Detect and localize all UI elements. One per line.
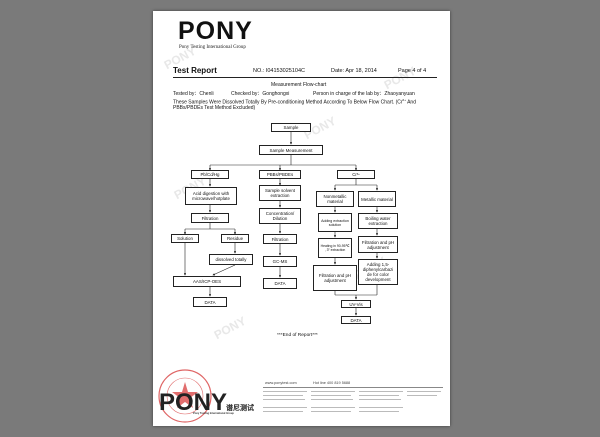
flow-aas-icp: AAS/ICP-OES bbox=[173, 276, 241, 287]
flow-filtration-left: Filtration bbox=[191, 213, 229, 223]
footer-brand-subtitle: Pony Testing International Group bbox=[193, 412, 234, 415]
flow-sample-solvent: Sample solvent extraction bbox=[259, 185, 301, 201]
flow-filtration-mid: Filtration bbox=[263, 234, 297, 244]
footer-brand-cn: 谱尼测试 bbox=[226, 405, 254, 412]
flow-data-mid: DATA bbox=[263, 278, 297, 289]
flow-nonmetallic: Nonmetallic material bbox=[316, 191, 354, 207]
footer-brand-logo: PONY bbox=[159, 389, 228, 416]
page-number: Page 4 of 4 bbox=[398, 68, 427, 74]
tested-by: Tested by：Chenli bbox=[173, 91, 214, 97]
brand-subtitle: Pony Testing International Group bbox=[179, 45, 246, 50]
flow-filtration-ph: Filtration and pH adjustment bbox=[313, 265, 357, 291]
flow-gcms: GC-MS bbox=[263, 256, 297, 267]
header-divider bbox=[173, 77, 437, 78]
footer-address-block bbox=[263, 391, 443, 419]
report-date: Date: Apr 18, 2014 bbox=[331, 68, 377, 74]
flow-adding-diphenyl: Adding 1,5-diphenylcarbazi de for color … bbox=[358, 259, 398, 285]
report-number: NO.: I04153025104C bbox=[253, 68, 305, 74]
description-line-2: PBBs/PBDEs Test Method Excluded) bbox=[173, 105, 256, 111]
flow-filtration-ph-right: Filtration and pH adjustment bbox=[358, 236, 398, 253]
flow-heating: Heating in 90-95℃ , 3″ extraction bbox=[318, 238, 352, 258]
flow-uv-vis: UV-Vis bbox=[341, 300, 371, 308]
brand-logo: PONY bbox=[178, 17, 253, 45]
flow-sample: Sample bbox=[271, 123, 311, 132]
flow-data-right: DATA bbox=[341, 316, 371, 324]
checked-by: Checked by：Gonghongxi bbox=[231, 91, 290, 97]
flow-dissolved-totally: dissolved totally bbox=[209, 254, 253, 265]
end-of-report: ***End of Report*** bbox=[277, 333, 318, 338]
flow-residue: Residue bbox=[221, 234, 249, 243]
flowchart-title: Measurement Flow-chart bbox=[271, 82, 327, 88]
flow-solution: Solution bbox=[171, 234, 199, 243]
lab-stamp-icon bbox=[158, 369, 212, 423]
footer-hotline: Hot line 400 819 5688 bbox=[313, 381, 351, 385]
person-in-charge: Person in charge of the lab by：Zhaoyanyu… bbox=[313, 91, 415, 97]
flow-data-left: DATA bbox=[193, 297, 227, 307]
report-page: PONY PONY PONY PONY PONY PONY PONY Pony … bbox=[153, 11, 450, 426]
footer-divider bbox=[263, 387, 443, 388]
flow-pbbs-pbdes: PBBs/PBDEs bbox=[259, 170, 301, 179]
flow-acid-digestion: Acid digestion with microwave/hotplate bbox=[185, 187, 237, 205]
description-line-1: These Samples Were Dissolved Totally By … bbox=[173, 98, 416, 106]
report-title: Test Report bbox=[173, 66, 217, 75]
footer-website: www.ponytest.com bbox=[265, 381, 297, 385]
flow-pb-cd-hg: Pb/Cd/Hg bbox=[191, 170, 229, 179]
flow-sample-measurement: Sample Measurement bbox=[259, 145, 323, 155]
flow-adding-extraction: Adding extraction solution bbox=[318, 213, 352, 232]
flow-concentration: Concentration/ Dilution bbox=[259, 208, 301, 224]
flow-metallic: Metallic material bbox=[358, 191, 396, 207]
flow-boiling-water: Boiling water extraction bbox=[358, 213, 398, 229]
flowchart-connectors bbox=[183, 132, 379, 316]
